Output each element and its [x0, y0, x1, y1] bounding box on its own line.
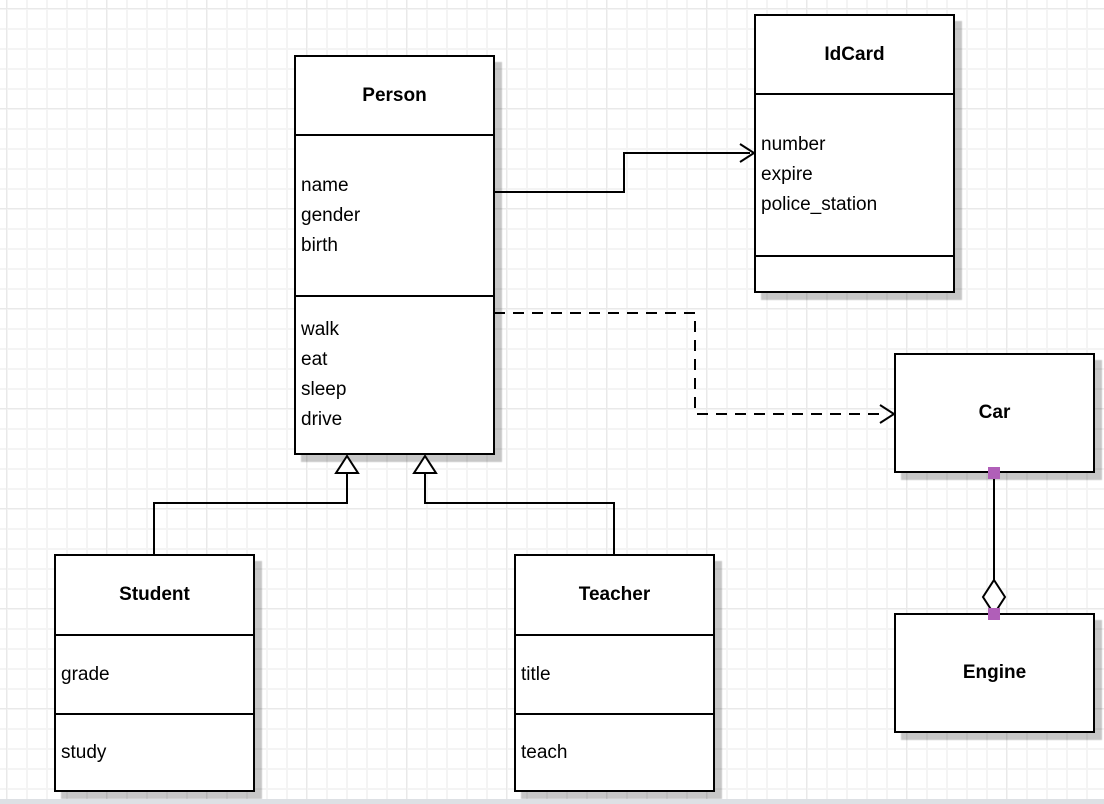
- class-teacher-methods: teach: [516, 713, 713, 790]
- class-car[interactable]: Car: [894, 353, 1095, 473]
- class-engine[interactable]: Engine: [894, 613, 1095, 733]
- attribute-item[interactable]: birth: [301, 234, 338, 256]
- class-teacher[interactable]: Teacher title teach: [514, 554, 715, 792]
- class-student-title: Student: [119, 584, 190, 605]
- class-idcard-methods: [756, 255, 953, 291]
- class-engine-title: Engine: [962, 662, 1027, 683]
- class-teacher-title: Teacher: [578, 584, 651, 605]
- class-idcard-title: IdCard: [824, 43, 885, 65]
- class-person-methods: walk eat sleep drive: [296, 295, 493, 453]
- edge-person-car-dependency[interactable]: [494, 312, 896, 424]
- class-student-methods: study: [56, 713, 253, 790]
- class-car-title: Car: [978, 402, 1011, 423]
- attribute-item[interactable]: grade: [61, 663, 110, 685]
- class-student-attributes: grade: [56, 634, 253, 713]
- attribute-item[interactable]: number: [761, 134, 826, 155]
- attribute-item[interactable]: name: [301, 174, 349, 196]
- class-student[interactable]: Student grade study: [54, 554, 255, 792]
- hollow-triangle-icon: [412, 454, 438, 474]
- hollow-diamond-icon: [981, 578, 1007, 616]
- class-idcard[interactable]: IdCard number expire police_station: [754, 14, 955, 293]
- method-item[interactable]: sleep: [301, 379, 347, 400]
- method-item[interactable]: walk: [301, 319, 340, 340]
- hollow-triangle-icon: [334, 454, 360, 474]
- attribute-item[interactable]: police_station: [761, 194, 878, 215]
- edge-person-idcard-association[interactable]: [494, 143, 756, 193]
- method-item[interactable]: study: [61, 741, 107, 763]
- method-item[interactable]: drive: [301, 409, 343, 430]
- method-item[interactable]: eat: [301, 349, 328, 370]
- attribute-item[interactable]: title: [521, 663, 551, 685]
- edge-car-engine-aggregation[interactable]: [981, 467, 1007, 620]
- open-arrow-icon: [879, 404, 896, 424]
- open-arrow-icon: [739, 143, 756, 163]
- attribute-item[interactable]: gender: [301, 204, 361, 226]
- canvas-bottom-edge: [0, 799, 1104, 804]
- edge-teacher-person-generalization[interactable]: [412, 454, 615, 554]
- class-teacher-attributes: title: [516, 634, 713, 713]
- class-person-attributes: name gender birth: [296, 134, 493, 295]
- attribute-item[interactable]: expire: [761, 164, 813, 185]
- class-person-title: Person: [362, 84, 427, 106]
- class-person[interactable]: Person name gender birth walk eat sleep …: [294, 55, 495, 455]
- class-idcard-attributes: number expire police_station: [756, 93, 953, 255]
- edge-student-person-generalization[interactable]: [153, 454, 360, 554]
- method-item[interactable]: teach: [521, 741, 568, 763]
